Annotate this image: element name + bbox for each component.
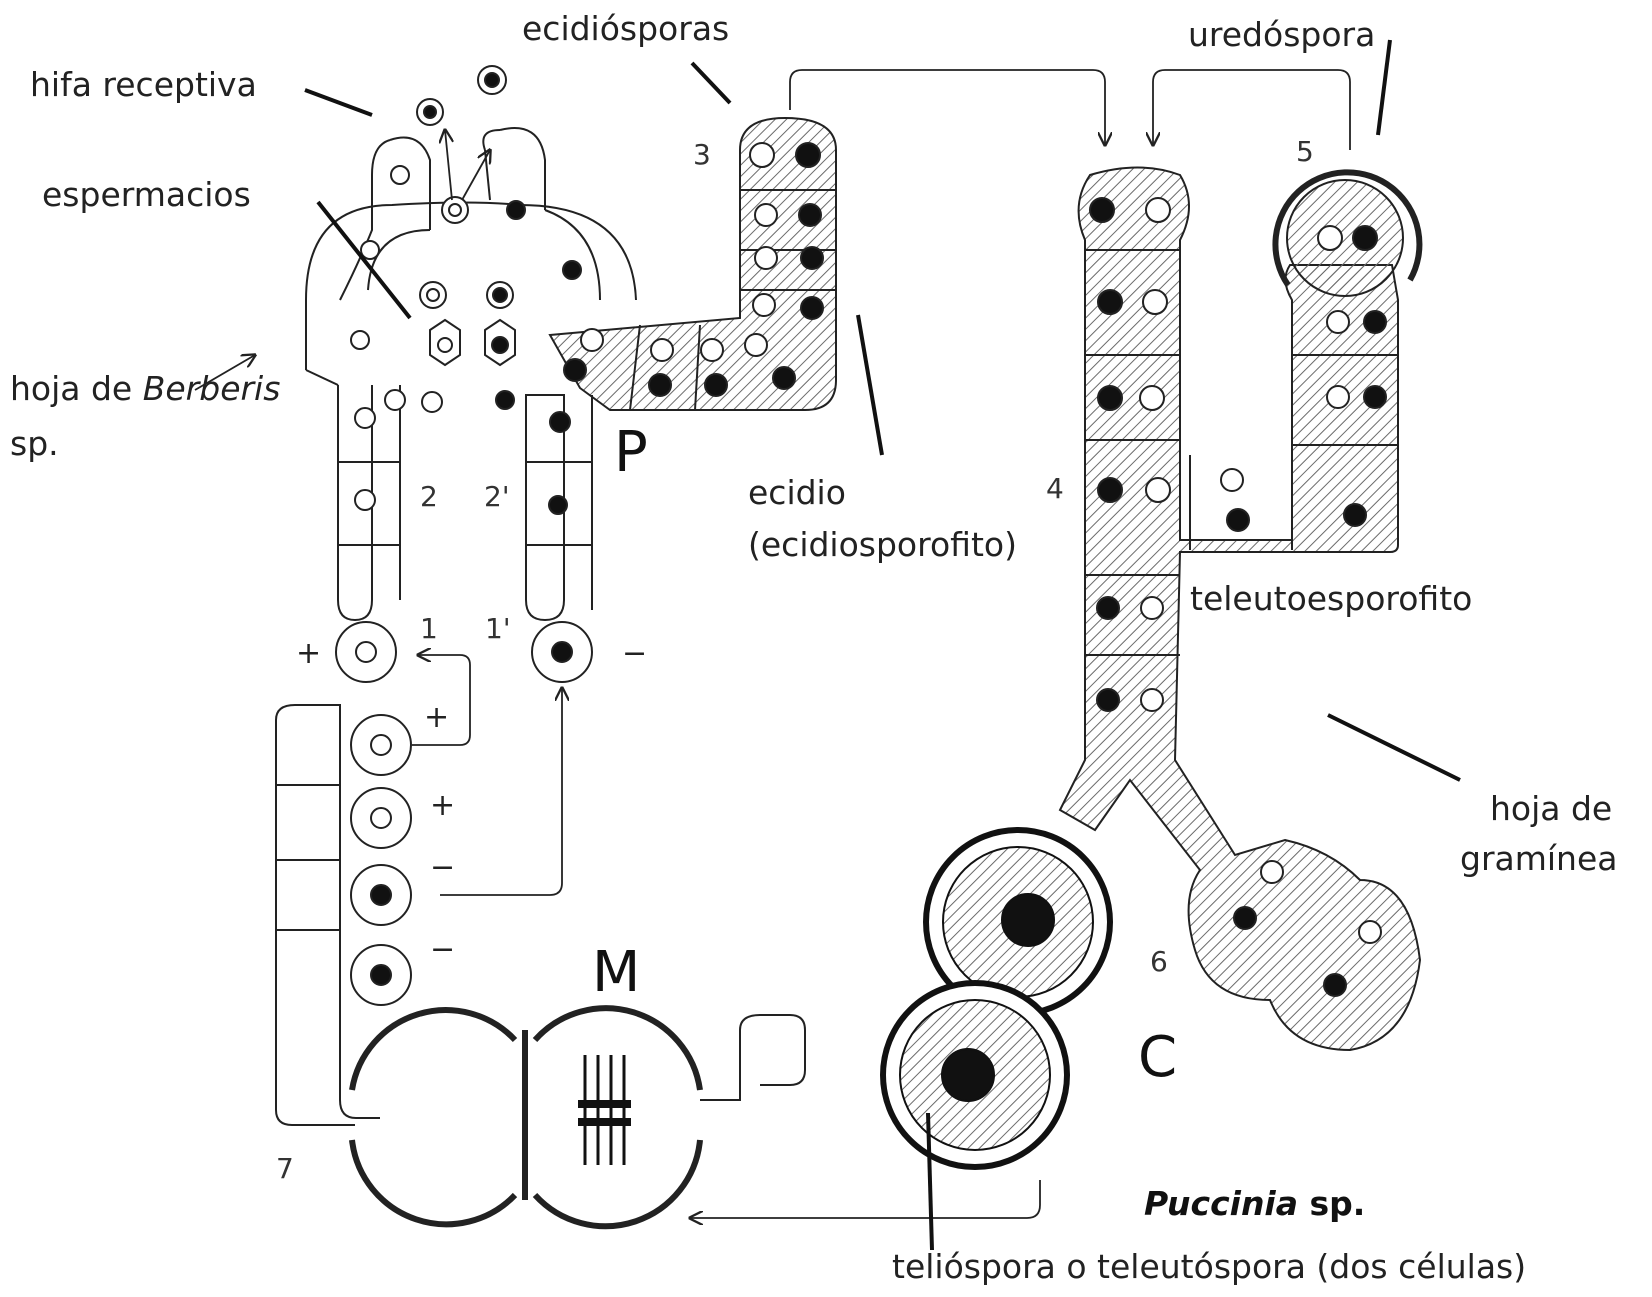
mating-sign-plus: +	[424, 700, 449, 735]
label-hoja-berberis: hoja de Berberis	[10, 370, 280, 408]
stage-number-2-prime: 2'	[484, 480, 510, 513]
stage-number-5: 5	[1296, 135, 1314, 168]
label-teliospora: telióspora o teleutóspora (dos células)	[892, 1248, 1526, 1286]
stage-number-3: 3	[693, 138, 711, 171]
teliospore	[883, 830, 1110, 1167]
label-graminea: gramínea	[1460, 840, 1618, 878]
species-name: Puccinia sp.	[1144, 1184, 1365, 1223]
label-teleutoesporofito: teleutoesporofito	[1190, 580, 1472, 618]
species-genus: Puccinia	[1144, 1184, 1298, 1223]
mating-sign-plus: +	[430, 788, 455, 823]
label-hifa-receptiva: hifa receptiva	[30, 66, 257, 104]
mating-sign-minus: −	[430, 932, 455, 967]
label-ecidiosporofito: (ecidiosporofito)	[748, 526, 1017, 564]
label-ecidiosporas: ecidiósporas	[522, 10, 729, 48]
stage-number-2: 2	[420, 480, 438, 513]
label-espermacios: espermacios	[42, 176, 251, 214]
stage-number-7: 7	[276, 1152, 294, 1185]
stage-number-1-prime: 1'	[485, 612, 511, 645]
stage-number-1: 1	[420, 612, 438, 645]
stage-letter-m: M	[592, 940, 640, 1005]
label-uredospora: uredóspora	[1188, 16, 1375, 54]
label-hoja-berberis-genus: Berberis	[143, 369, 281, 408]
stage-letter-c: C	[1138, 1025, 1177, 1090]
stage-letter-p: P	[614, 420, 648, 485]
mating-sign-plus: +	[296, 636, 321, 671]
stage-number-6: 6	[1150, 945, 1168, 978]
stage-number-4: 4	[1046, 472, 1064, 505]
mating-sign-minus: −	[622, 636, 647, 671]
label-ecidio: ecidio	[748, 474, 846, 512]
basidium	[276, 705, 805, 1226]
mating-sign-minus: −	[430, 850, 455, 885]
label-hoja-de: hoja de	[1490, 790, 1612, 828]
label-hoja-berberis-sp: sp.	[10, 425, 59, 463]
